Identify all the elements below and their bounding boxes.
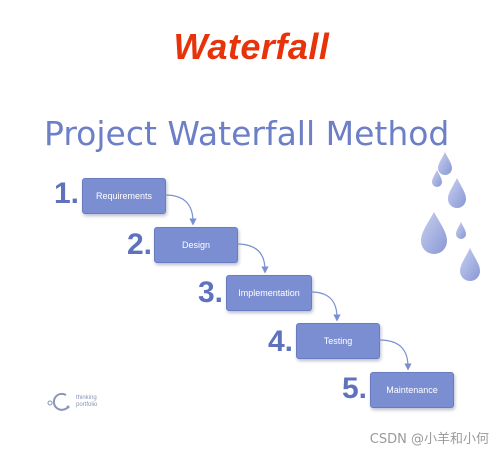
water-drop-icon bbox=[456, 222, 466, 239]
water-drop-icon bbox=[448, 178, 466, 208]
step-number-5: 5. bbox=[342, 372, 368, 405]
thinking-portfolio-logo: thinking portfolio bbox=[46, 390, 126, 414]
step-number-2: 2. bbox=[127, 228, 153, 261]
step-box-requirements: Requirements bbox=[82, 178, 166, 214]
step-number-3: 3. bbox=[198, 276, 224, 309]
water-drop-icon bbox=[421, 212, 447, 254]
diagram-title: Project Waterfall Method bbox=[44, 114, 450, 153]
step-number-1: 1. bbox=[54, 177, 80, 210]
water-drop-icon bbox=[460, 248, 480, 281]
logo-mark-icon bbox=[47, 392, 70, 411]
water-drop-icon bbox=[432, 170, 442, 187]
page-title: Waterfall bbox=[173, 26, 330, 67]
water-drop-icon bbox=[438, 152, 452, 175]
logo-text-line2: portfolio bbox=[76, 402, 98, 408]
step-box-testing: Testing bbox=[296, 323, 380, 359]
csdn-watermark: CSDN @小羊和小何 bbox=[369, 432, 489, 447]
step-box-design: Design bbox=[154, 227, 238, 263]
step-box-implementation: Implementation bbox=[226, 275, 312, 311]
step-number-4: 4. bbox=[268, 325, 294, 358]
logo-text-line1: thinking bbox=[76, 395, 97, 401]
step-box-maintenance: Maintenance bbox=[370, 372, 454, 408]
